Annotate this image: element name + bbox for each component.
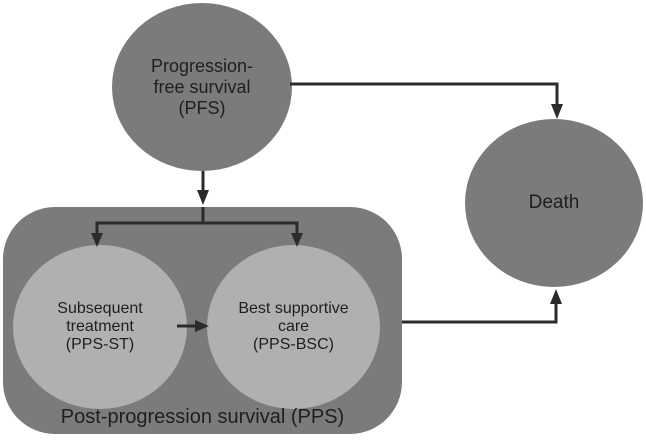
node-death: Death [465,119,643,287]
node-label-line: (PFS) [178,97,226,118]
node-label-line: Progression- [150,55,254,76]
node-label-line: Best supportive [238,300,349,317]
arrow-pfs-to-death-icon [290,82,563,119]
node-label-line: care [277,318,310,335]
node-pfs-label: Progression- free survival (PFS) [151,56,253,119]
node-label-line: Subsequent [57,300,143,317]
node-label-line: (PPS-BSC) [253,336,334,353]
node-label-line: free survival [153,76,251,97]
node-label-line: (PPS-ST) [65,336,135,353]
node-pps-bsc-label: Best supportive care (PPS-BSC) [238,300,348,354]
node-pps-st: Subsequent treatment (PPS-ST) [13,245,187,409]
node-pps-bsc: Best supportive care (PPS-BSC) [207,245,380,409]
node-pps-st-label: Subsequent treatment (PPS-ST) [57,300,142,354]
node-death-label: Death [528,192,580,213]
pps-box-label: Post-progression survival (PPS) [60,406,345,428]
node-label-line: treatment [66,318,134,335]
node-pfs: Progression- free survival (PFS) [112,3,292,171]
arrow-pps-to-death-icon [402,289,562,324]
